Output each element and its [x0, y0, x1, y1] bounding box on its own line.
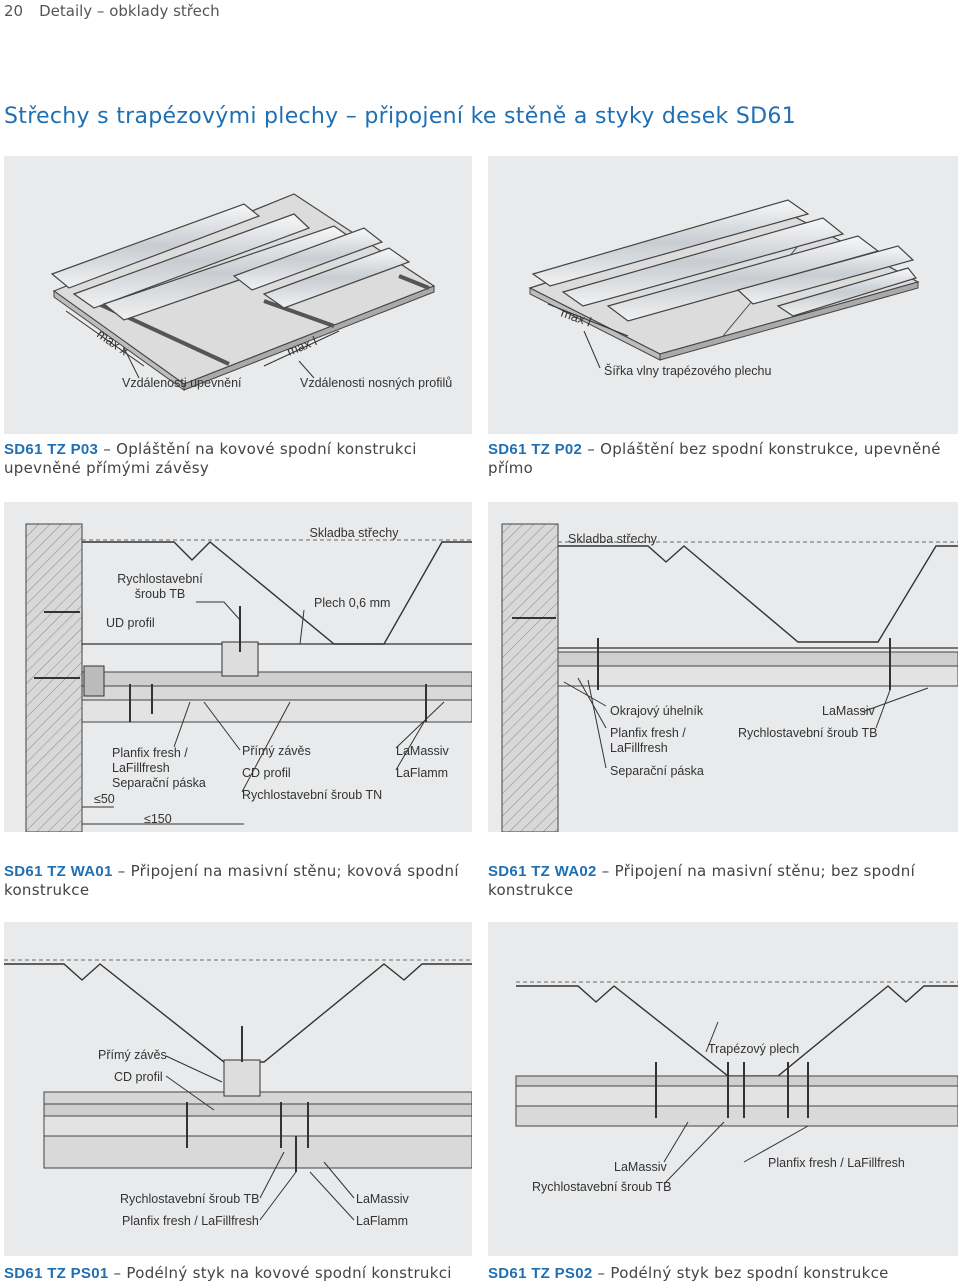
label-trapezovy: Trapézový plech: [708, 1042, 800, 1056]
label-laflamm: LaFlamm: [396, 766, 449, 780]
label-lamassiv: LaMassiv: [614, 1160, 667, 1174]
diagram-p03: max x max l Vzdálenosti upevnění Vzdálen…: [4, 156, 472, 434]
page-header: 20 Detaily – obklady střech: [4, 2, 220, 20]
diagram-wa01: Skladba střechy Rychlostavební šroub TB …: [4, 502, 472, 832]
label-planfix: Planfix fresh / LaFillfresh: [122, 1214, 259, 1228]
label-laflamm: LaFlamm: [356, 1214, 409, 1228]
label-primy-zaves: Přímý závěs: [98, 1048, 167, 1062]
label-lamassiv: LaMassiv: [822, 704, 875, 718]
label-lamassiv: LaMassiv: [356, 1192, 409, 1206]
label-rychlo-tn: Rychlostavební šroub TN: [242, 788, 383, 802]
label-plech: Plech 0,6 mm: [314, 596, 391, 610]
section-title: Detaily – obklady střech: [39, 2, 220, 20]
diagram-p02: max l Šířka vlny trapézového plechu: [488, 156, 958, 434]
diagram-ps01: Přímý závěs CD profil Rychlostavební šro…: [4, 922, 472, 1256]
label-ud-profil: UD profil: [106, 616, 155, 630]
caption-ps01: SD61 TZ PS01 – Podélný styk na kovové sp…: [4, 1264, 452, 1282]
label-cd-profil: CD profil: [114, 1070, 163, 1084]
caption-ps02: SD61 TZ PS02 – Podélný styk bez spodní k…: [488, 1264, 889, 1282]
label-planfix: Planfix fresh / LaFillfresh: [610, 726, 686, 755]
label-separacni: Separační páska: [112, 776, 206, 790]
label-skladba: Skladba střechy: [309, 526, 399, 540]
diagram-ps02: Trapézový plech LaMassiv Rychlostavební …: [488, 922, 958, 1256]
dim-150: ≤150: [144, 812, 172, 826]
label-vzdalenosti-profilu: Vzdálenosti nosných profilů: [300, 376, 453, 390]
label-rychlo-tb: Rychlostavební šroub TB: [738, 726, 878, 740]
caption-p02: SD61 TZ P02 – Opláštění bez spodní konst…: [488, 440, 941, 477]
label-okrajovy: Okrajový úhelník: [610, 704, 704, 718]
page-number: 20: [4, 2, 24, 20]
label-lamassiv: LaMassiv: [396, 744, 449, 758]
diagram-wa02: Skladba střechy Okrajový úhelník Planfix…: [488, 502, 958, 832]
label-planfix: Planfix fresh / LaFillfresh: [112, 746, 188, 775]
caption-p03: SD61 TZ P03 – Opláštění na kovové spodní…: [4, 440, 417, 477]
caption-wa02: SD61 TZ WA02 – Připojení na masivní stěn…: [488, 862, 916, 899]
label-sirka-vlny: Šířka vlny trapézového plechu: [604, 364, 772, 378]
dim-50: ≤50: [94, 792, 115, 806]
label-cd-profil: CD profil: [242, 766, 291, 780]
label-rychlo-tb: Rychlostavební šroub TB: [117, 572, 203, 601]
label-skladba: Skladba střechy: [568, 532, 657, 546]
label-planfix: Planfix fresh / LaFillfresh: [768, 1156, 905, 1170]
label-vzdalenosti-upevneni: Vzdálenosti upevnění: [122, 376, 242, 390]
label-rychlo-tb: Rychlostavební šroub TB: [120, 1192, 260, 1206]
caption-wa01: SD61 TZ WA01 – Připojení na masivní stěn…: [4, 862, 459, 899]
label-rychlo-tb: Rychlostavební šroub TB: [532, 1180, 672, 1194]
page-title: Střechy s trapézovými plechy – připojení…: [4, 104, 796, 129]
label-primy-zaves: Přímý závěs: [242, 744, 311, 758]
label-separacni: Separační páska: [610, 764, 704, 778]
